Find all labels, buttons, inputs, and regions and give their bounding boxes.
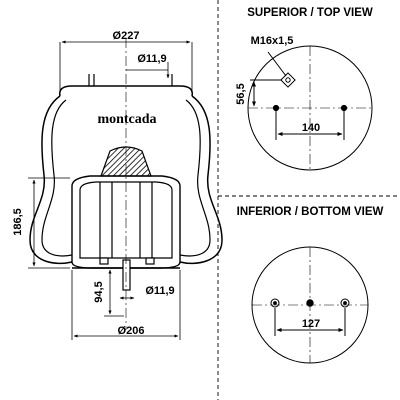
dim-top-hole: Ø11,9 bbox=[137, 53, 166, 65]
top-view-title: SUPERIOR / TOP VIEW bbox=[247, 7, 373, 19]
dim-stud-length: 94,5 bbox=[93, 281, 105, 302]
dim-top-spacing: 140 bbox=[302, 122, 320, 134]
dim-height: 186,5 bbox=[12, 208, 24, 236]
view-separators bbox=[217, 0, 400, 400]
air-spring-side-view bbox=[29, 74, 223, 291]
dimensions-left bbox=[28, 38, 193, 340]
bellow-outer bbox=[29, 95, 73, 265]
top-view bbox=[247, 45, 373, 171]
dim-bottom-hole: Ø11,9 bbox=[145, 285, 174, 297]
bottom-view bbox=[251, 246, 369, 364]
brand-label: montcada bbox=[97, 112, 156, 127]
dim-offset: 56,5 bbox=[235, 83, 247, 104]
bottom-view-title: INFERIOR / BOTTOM VIEW bbox=[237, 206, 384, 218]
dim-top-diameter: Ø227 bbox=[113, 30, 140, 42]
dim-bottom-diameter: Ø206 bbox=[118, 325, 145, 337]
bottom-stud bbox=[122, 259, 131, 291]
bumper bbox=[100, 146, 152, 177]
thread-label: M16x1,5 bbox=[251, 35, 294, 47]
dim-bottom-spacing: 127 bbox=[302, 318, 320, 330]
